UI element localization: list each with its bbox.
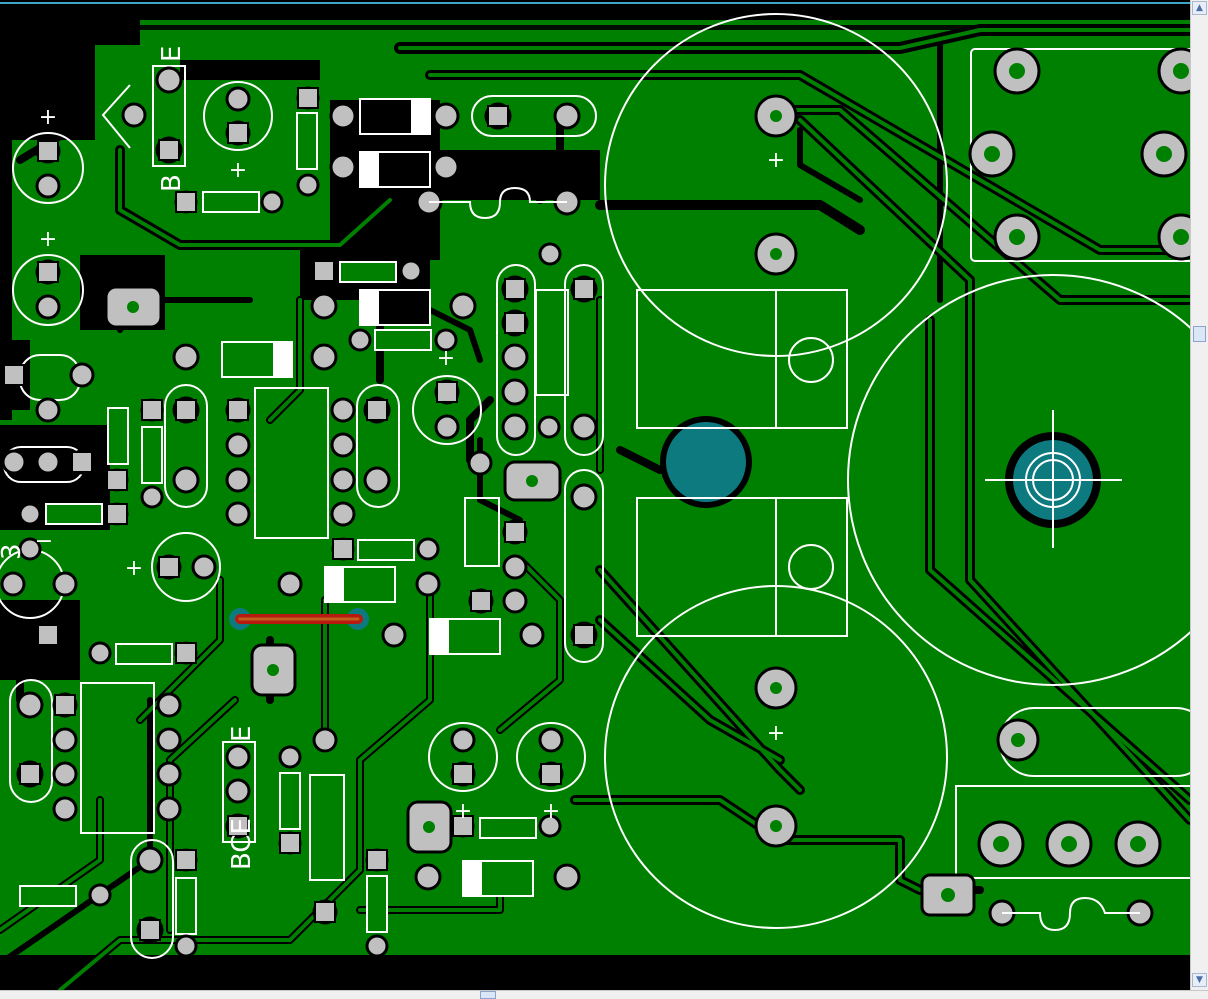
plus-mark: + <box>125 556 143 581</box>
scroll-up-icon[interactable]: ▲ <box>1192 1 1207 15</box>
plus-mark: + <box>437 346 455 371</box>
plus-mark: + <box>454 799 472 824</box>
relay-outline-2 <box>636 497 848 637</box>
scroll-down-icon[interactable]: ▼ <box>1192 973 1207 987</box>
selected-track[interactable] <box>229 608 369 630</box>
via-large[interactable] <box>660 416 752 508</box>
connector-outline-bottom <box>955 785 1190 879</box>
ic-outline-2 <box>80 682 155 834</box>
transistor-label-e: E <box>157 46 187 62</box>
minus-mark: − <box>35 529 53 554</box>
drill-holes <box>127 63 1189 902</box>
horizontal-scroll-thumb[interactable] <box>480 991 496 999</box>
plus-mark: + <box>767 148 785 173</box>
designator-partial: 3 <box>0 543 27 560</box>
transistor-label-bce: BCE <box>227 818 257 870</box>
plus-mark: + <box>39 227 57 252</box>
plus-mark: + <box>229 158 247 183</box>
plus-mark: + <box>542 799 560 824</box>
silkscreen-text: E B E BCE 3 <box>0 46 257 870</box>
plus-mark: + <box>767 721 785 746</box>
transistor-label-e2: E <box>227 726 257 742</box>
horizontal-scrollbar[interactable] <box>0 990 1208 999</box>
smd-components <box>19 65 537 935</box>
transistor-label-b: B <box>157 174 187 192</box>
pcb-canvas[interactable]: + + + + + + + + + − E B E BCE 3 <box>0 0 1190 990</box>
ic-outline-1 <box>254 387 329 539</box>
relay-outline-1 <box>636 289 848 429</box>
square-pads[interactable] <box>3 87 595 941</box>
pcb-board[interactable]: + + + + + + + + + − E B E BCE 3 <box>0 0 1190 990</box>
vertical-scrollbar[interactable]: ▲ ▼ <box>1190 0 1208 990</box>
mounting-hole[interactable] <box>985 410 1122 548</box>
cap-outline-c3 <box>847 274 1190 686</box>
vertical-scroll-thumb[interactable] <box>1193 326 1206 342</box>
polarity-markers: + + + + + + + + + − <box>35 105 785 824</box>
wire-links <box>429 186 1140 932</box>
plus-mark: + <box>39 105 57 130</box>
